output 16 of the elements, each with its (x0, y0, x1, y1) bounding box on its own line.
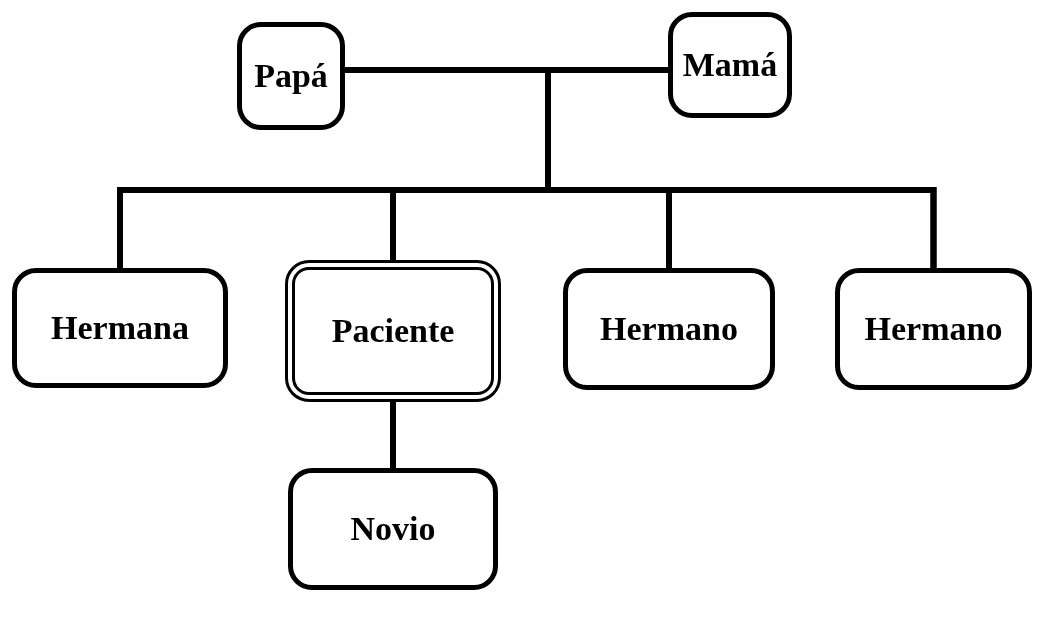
person-box (288, 468, 498, 590)
person-box (835, 268, 1032, 390)
person-box (237, 22, 345, 130)
person-box (12, 268, 228, 388)
person-name: Mamá (682, 46, 778, 84)
family-line (545, 67, 937, 268)
person-name: Novio (350, 510, 436, 548)
person-name: Papá (254, 57, 328, 95)
person-box (563, 268, 775, 390)
person-name: Hermano (864, 310, 1003, 348)
person-box (668, 12, 792, 118)
person-name: Hermano (600, 310, 738, 348)
highlighted-person-box (285, 260, 501, 402)
person-name: Hermana (51, 309, 189, 347)
person-name: Paciente (331, 312, 455, 350)
family-line (390, 402, 396, 468)
